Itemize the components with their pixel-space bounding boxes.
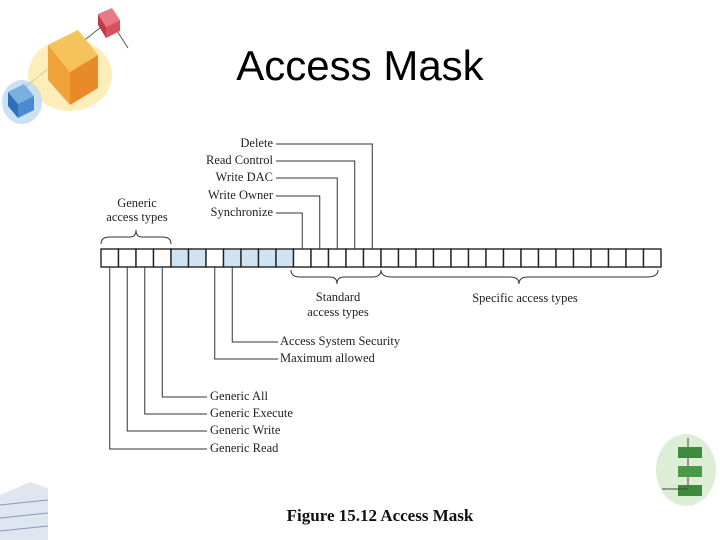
right-write-dac-label: Write DAC [216, 170, 273, 184]
mask-bit [240, 248, 260, 268]
mask-bit-row [100, 248, 662, 268]
mask-bit [170, 248, 190, 268]
standard-brace [290, 269, 382, 285]
figure-caption: Figure 15.12 Access Mask [286, 506, 474, 525]
mask-bit [380, 248, 400, 268]
mask-bit [100, 248, 120, 268]
mask-bit [292, 248, 312, 268]
right-read-control-label: Read Control [206, 153, 274, 167]
mask-bit [205, 248, 225, 268]
mask-bit [415, 248, 435, 268]
standard-right-connector [276, 143, 373, 249]
mask-bit [625, 248, 645, 268]
mask-bit [502, 248, 522, 268]
mask-bit [432, 248, 452, 268]
generic-types-label-1: Generic [117, 196, 157, 210]
mask-bit [152, 248, 172, 268]
right-write-owner-label: Write Owner [208, 188, 274, 202]
connector-lines [109, 143, 373, 450]
generic-brace [100, 229, 172, 245]
generic-bit-connector [126, 267, 207, 432]
mask-bit [327, 248, 347, 268]
mask-bit [485, 248, 505, 268]
mask-bit [345, 248, 365, 268]
generic-write-label: Generic Write [210, 423, 281, 437]
mask-bit [135, 248, 155, 268]
mask-bit [397, 248, 417, 268]
mask-bit [520, 248, 540, 268]
generic-bit-connector [109, 267, 207, 450]
maximum-allowed-label: Maximum allowed [280, 351, 376, 365]
standard-types-label-2: access types [307, 305, 369, 319]
access-system-security-connector [231, 267, 278, 343]
standard-types-label-1: Standard [316, 290, 361, 304]
mask-bit [362, 248, 382, 268]
mask-bit [642, 248, 662, 268]
decorative-cubes-icon [2, 8, 129, 124]
specific-brace [380, 269, 659, 285]
mask-bit [275, 248, 295, 268]
standard-right-connector [276, 160, 356, 249]
mask-bit [257, 248, 277, 268]
mask-bit [572, 248, 592, 268]
mask-bit [450, 248, 470, 268]
mask-bit [467, 248, 487, 268]
access-system-security-label: Access System Security [280, 334, 401, 348]
generic-all-label: Generic All [210, 389, 268, 403]
specific-types-label: Specific access types [472, 291, 578, 305]
mask-bit [222, 248, 242, 268]
generic-types-label-2: access types [106, 210, 168, 224]
mask-bit [555, 248, 575, 268]
generic-bit-connector [144, 267, 207, 415]
right-synchronize-label: Synchronize [211, 205, 274, 219]
generic-bit-connector [161, 267, 207, 398]
mask-bit [607, 248, 627, 268]
generic-execute-label: Generic Execute [210, 406, 293, 420]
mask-bit [117, 248, 137, 268]
maximum-allowed-connector [214, 267, 278, 360]
standard-right-connector [276, 195, 321, 249]
mask-bit [590, 248, 610, 268]
standard-right-connector [276, 177, 338, 249]
right-delete-label: Delete [240, 136, 273, 150]
generic-read-label: Generic Read [210, 441, 279, 455]
mask-bit [310, 248, 330, 268]
standard-right-connector [276, 212, 303, 249]
slide-title: Access Mask [236, 42, 484, 89]
mask-bit [537, 248, 557, 268]
mask-bit [187, 248, 207, 268]
